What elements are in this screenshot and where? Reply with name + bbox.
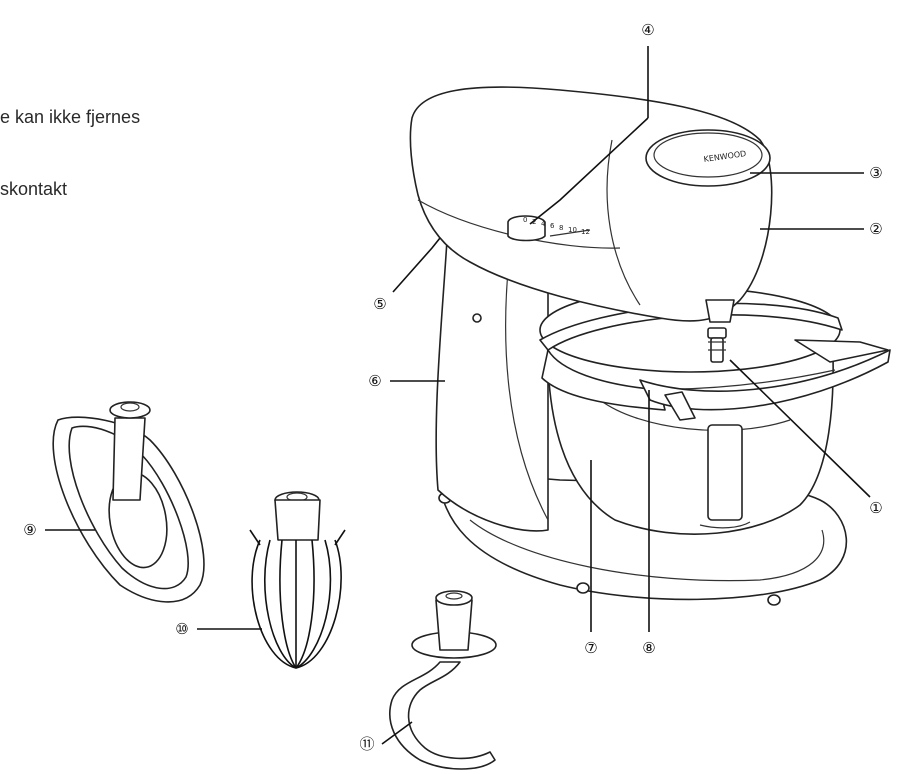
- callout-7: ⑦: [584, 639, 597, 657]
- outlet-hole: [472, 313, 482, 323]
- outlet-cover: [645, 129, 771, 187]
- callout-5: ⑤: [373, 295, 386, 313]
- k-beater: [52, 401, 205, 603]
- speed-scale-tick-0: 0: [523, 216, 527, 224]
- tool-socket: [707, 327, 727, 339]
- caption-line-1: e kan ikke fjernes: [0, 107, 141, 127]
- callout-10: ⑩: [175, 620, 188, 638]
- leader-5: [392, 237, 441, 293]
- leader-4b: [529, 117, 649, 225]
- callout-1: ①: [869, 499, 882, 517]
- mixer-head: KENWOOD 0 2 4 6 8 10 12: [409, 86, 773, 363]
- callout-11: ⑪: [359, 735, 374, 753]
- callout-9: ⑨: [23, 521, 36, 539]
- whisk: [249, 491, 346, 669]
- leader-1: [729, 359, 871, 498]
- leader-11: [381, 721, 413, 745]
- speed-scale-tick-10: 10: [568, 226, 577, 234]
- speed-scale-tick-2: 2: [532, 218, 536, 226]
- callout-8: ⑧: [642, 639, 655, 657]
- speed-scale: 0 2 4 6 8 10 12: [523, 216, 590, 236]
- dough-hook: [389, 590, 497, 770]
- caption-text: e kan ikke fjernes skontakt: [0, 57, 140, 249]
- speed-scale-tick-4: 4: [541, 220, 546, 228]
- leader-lines: [45, 46, 871, 745]
- caption-line-2: skontakt: [0, 179, 68, 199]
- callout-4: ④: [641, 21, 654, 39]
- speed-scale-tick-8: 8: [559, 224, 563, 232]
- callout-3: ③: [869, 164, 882, 182]
- speed-scale-tick-6: 6: [550, 222, 555, 230]
- speed-scale-tick-12: 12: [581, 228, 590, 236]
- speed-knob: [507, 215, 546, 242]
- callout-2: ②: [869, 220, 882, 238]
- callouts: ① ② ③ ④ ⑤ ⑥ ⑦ ⑧ ⑨ ⑩ ⑪: [23, 21, 882, 753]
- callout-6: ⑥: [368, 372, 381, 390]
- mixer-body: [435, 239, 549, 532]
